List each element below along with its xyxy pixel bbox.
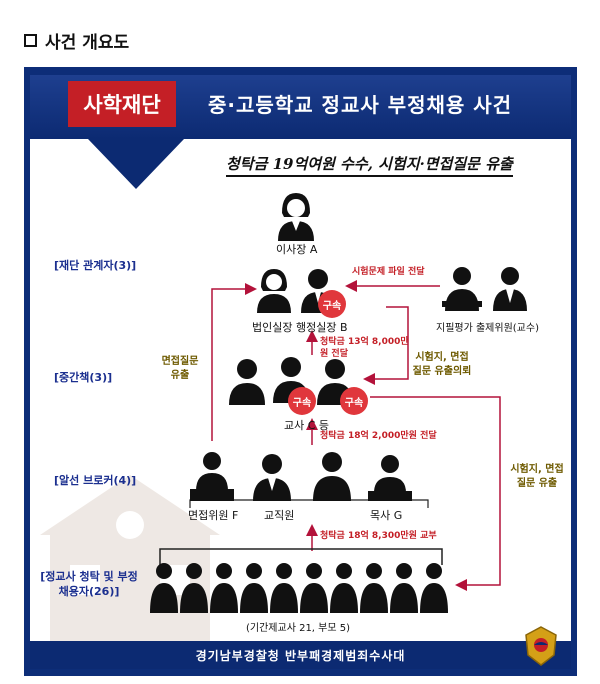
teacher-figure-1 bbox=[228, 357, 266, 405]
examiners-label: 지필평가 출제위원(교수) bbox=[436, 319, 539, 334]
checkbox-bullet-icon bbox=[24, 34, 37, 47]
note-leak-applicants: 시험지, 면접질문 유출 bbox=[508, 463, 566, 490]
footer-text: 경기남부경찰청 반부패경제범죄수사대 bbox=[196, 647, 406, 664]
crowd-icon bbox=[150, 561, 450, 613]
office-label: 법인실장 행정실장 B bbox=[252, 319, 348, 335]
note-money-c: 청탁금 18억 2,000만원 전달 bbox=[320, 431, 437, 443]
page-heading-text: 사건 개요도 bbox=[45, 28, 129, 53]
staff-figure bbox=[252, 453, 292, 501]
interviewer-label: 면접위원 F bbox=[188, 507, 238, 523]
note-money-applicants: 청탁금 18억 8,300만원 교부 bbox=[320, 531, 437, 543]
pastor-label: 목사 G bbox=[370, 507, 402, 523]
office-chief-figure bbox=[256, 267, 292, 313]
broker-figure bbox=[312, 451, 352, 501]
chairman-figure bbox=[276, 191, 316, 241]
man-at-desk-icon bbox=[190, 451, 234, 501]
woman-icon bbox=[276, 191, 316, 241]
arrest-badge-b: 구속 bbox=[318, 290, 346, 318]
note-exam-transfer: 시험문제 파일 전달 bbox=[352, 267, 425, 279]
man-at-desk-icon bbox=[368, 453, 412, 501]
note-leak-teachers: 시험지, 면접질문 유출의뢰 bbox=[412, 351, 472, 378]
diagram-frame: 사학재단 중·고등학교 정교사 부정채용 사건 청탁금 19억여원 수수, 시험… bbox=[24, 67, 577, 676]
man-icon bbox=[252, 453, 292, 501]
arrest-badge-c2: 구속 bbox=[340, 387, 368, 415]
man-icon bbox=[490, 265, 530, 311]
man-icon bbox=[228, 357, 266, 405]
examiner-figure-2 bbox=[490, 265, 530, 311]
interviewer-figure bbox=[190, 451, 234, 501]
page-heading: 사건 개요도 bbox=[24, 28, 129, 53]
police-emblem-icon bbox=[520, 625, 562, 667]
applicants-group bbox=[150, 561, 450, 613]
arrest-badge-c1: 구속 bbox=[288, 387, 316, 415]
man-icon bbox=[442, 265, 482, 311]
footer-bar: 경기남부경찰청 반부패경제범죄수사대 bbox=[30, 641, 571, 669]
chairman-label: 이사장 A bbox=[276, 241, 317, 257]
applicants-label: (기간제교사 21, 부모 5) bbox=[246, 619, 350, 634]
pastor-figure bbox=[368, 453, 412, 501]
note-leak-interview: 면접질문 유출 bbox=[158, 355, 202, 382]
man-icon bbox=[312, 451, 352, 501]
staff-label: 교직원 bbox=[264, 507, 294, 523]
woman-icon bbox=[256, 267, 292, 313]
examiner-figure-1 bbox=[442, 265, 482, 311]
diagram-canvas: 사학재단 중·고등학교 정교사 부정채용 사건 청탁금 19억여원 수수, 시험… bbox=[30, 75, 571, 669]
